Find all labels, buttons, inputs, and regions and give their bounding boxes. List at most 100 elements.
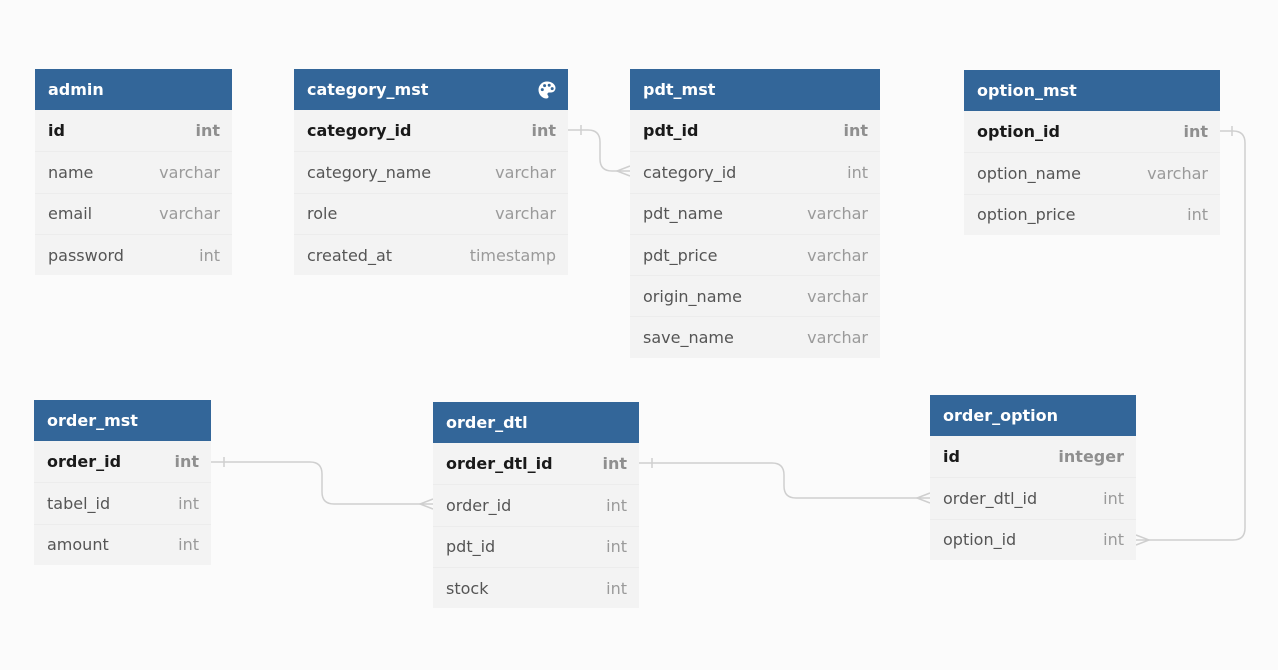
table-option-mst[interactable]: option_mst option_id int option_name var…	[964, 70, 1220, 235]
field-row[interactable]: id integer	[930, 436, 1136, 477]
field-name: created_at	[307, 245, 393, 265]
table-order-mst[interactable]: order_mst order_id int tabel_id int amou…	[34, 400, 211, 565]
field-type: int	[606, 537, 627, 557]
field-type: timestamp	[469, 245, 556, 265]
field-name: order_dtl_id	[446, 454, 553, 474]
palette-icon[interactable]	[537, 80, 557, 100]
field-type: varchar	[495, 204, 556, 224]
field-row[interactable]: created_at timestamp	[294, 233, 568, 275]
field-row[interactable]: category_id int	[294, 110, 568, 151]
table-header[interactable]: option_mst	[964, 70, 1220, 111]
table-header[interactable]: admin	[35, 69, 232, 110]
table-category-mst[interactable]: category_mst category_id int category_na…	[294, 69, 568, 276]
field-type: varchar	[159, 162, 220, 182]
table-title: category_mst	[307, 80, 429, 99]
table-order-option[interactable]: order_option id integer order_dtl_id int…	[930, 395, 1136, 560]
table-header[interactable]: pdt_mst	[630, 69, 880, 110]
field-row[interactable]: order_dtl_id int	[930, 477, 1136, 518]
field-row[interactable]: name varchar	[35, 151, 232, 192]
table-header[interactable]: order_option	[930, 395, 1136, 436]
field-name: password	[48, 245, 124, 265]
table-header[interactable]: category_mst	[294, 69, 568, 110]
field-name: category_id	[643, 162, 737, 182]
field-row[interactable]: password int	[35, 233, 232, 275]
field-row[interactable]: order_id int	[433, 484, 639, 525]
field-row[interactable]: order_id int	[34, 441, 211, 482]
field-type: int	[843, 121, 868, 141]
table-admin[interactable]: admin id int name varchar email varchar …	[35, 69, 232, 276]
field-type: varchar	[159, 204, 220, 224]
field-type: int	[531, 121, 556, 141]
field-type: integer	[1058, 447, 1124, 467]
field-row[interactable]: option_name varchar	[964, 152, 1220, 193]
field-name: name	[48, 162, 94, 182]
relationship-ordermst-orderdtl	[211, 457, 434, 510]
field-name: pdt_name	[643, 204, 723, 224]
field-name: id	[943, 447, 960, 467]
relationship-category-pdt	[568, 125, 631, 177]
field-type: varchar	[807, 286, 868, 306]
field-type: int	[606, 495, 627, 515]
field-name: origin_name	[643, 286, 742, 306]
table-pdt-mst[interactable]: pdt_mst pdt_id int category_id int pdt_n…	[630, 69, 880, 358]
field-row[interactable]: amount int	[34, 523, 211, 565]
field-type: int	[178, 493, 199, 513]
field-row[interactable]: option_id int	[930, 518, 1136, 560]
field-name: pdt_price	[643, 245, 718, 265]
field-row[interactable]: pdt_price varchar	[630, 233, 880, 275]
field-name: order_id	[446, 495, 512, 515]
field-name: tabel_id	[47, 493, 111, 513]
field-name: option_id	[943, 530, 1017, 550]
field-row[interactable]: role varchar	[294, 192, 568, 234]
field-name: option_id	[977, 122, 1060, 142]
table-header[interactable]: order_mst	[34, 400, 211, 441]
field-type: int	[602, 454, 627, 474]
field-type: int	[1187, 205, 1208, 225]
field-name: option_name	[977, 163, 1081, 183]
field-type: int	[199, 245, 220, 265]
field-name: save_name	[643, 328, 734, 348]
field-name: order_dtl_id	[943, 488, 1038, 508]
field-row[interactable]: category_name varchar	[294, 151, 568, 192]
table-header[interactable]: order_dtl	[433, 402, 639, 443]
field-row[interactable]: stock int	[433, 566, 639, 608]
field-row[interactable]: save_name varchar	[630, 316, 880, 357]
field-name: pdt_id	[643, 121, 699, 141]
field-name: category_name	[307, 162, 432, 182]
field-name: option_price	[977, 205, 1076, 225]
field-type: int	[195, 121, 220, 141]
field-type: int	[1103, 530, 1124, 550]
field-row[interactable]: origin_name varchar	[630, 275, 880, 316]
field-type: varchar	[1147, 163, 1208, 183]
field-row[interactable]: email varchar	[35, 192, 232, 234]
field-type: int	[1103, 488, 1124, 508]
field-type: int	[606, 578, 627, 598]
field-type: int	[847, 162, 868, 182]
field-type: varchar	[807, 328, 868, 348]
field-row[interactable]: tabel_id int	[34, 482, 211, 523]
field-type: int	[174, 452, 199, 472]
field-type: varchar	[495, 162, 556, 182]
field-row[interactable]: id int	[35, 110, 232, 151]
field-name: pdt_id	[446, 537, 496, 557]
field-row[interactable]: order_dtl_id int	[433, 443, 639, 484]
field-row[interactable]: pdt_name varchar	[630, 192, 880, 234]
field-type: varchar	[807, 204, 868, 224]
field-name: stock	[446, 578, 489, 598]
field-type: int	[178, 535, 199, 555]
field-name: amount	[47, 535, 109, 555]
field-row[interactable]: option_id int	[964, 111, 1220, 152]
field-name: category_id	[307, 121, 412, 141]
field-name: email	[48, 204, 93, 224]
field-name: order_id	[47, 452, 122, 472]
field-row[interactable]: pdt_id int	[433, 525, 639, 567]
table-order-dtl[interactable]: order_dtl order_dtl_id int order_id int …	[433, 402, 639, 609]
field-row[interactable]: option_price int	[964, 193, 1220, 235]
field-type: int	[1183, 122, 1208, 142]
field-name: id	[48, 121, 65, 141]
field-row[interactable]: category_id int	[630, 151, 880, 192]
relationship-orderdtl-orderoption	[639, 458, 931, 504]
field-type: varchar	[807, 245, 868, 265]
field-row[interactable]: pdt_id int	[630, 110, 880, 151]
